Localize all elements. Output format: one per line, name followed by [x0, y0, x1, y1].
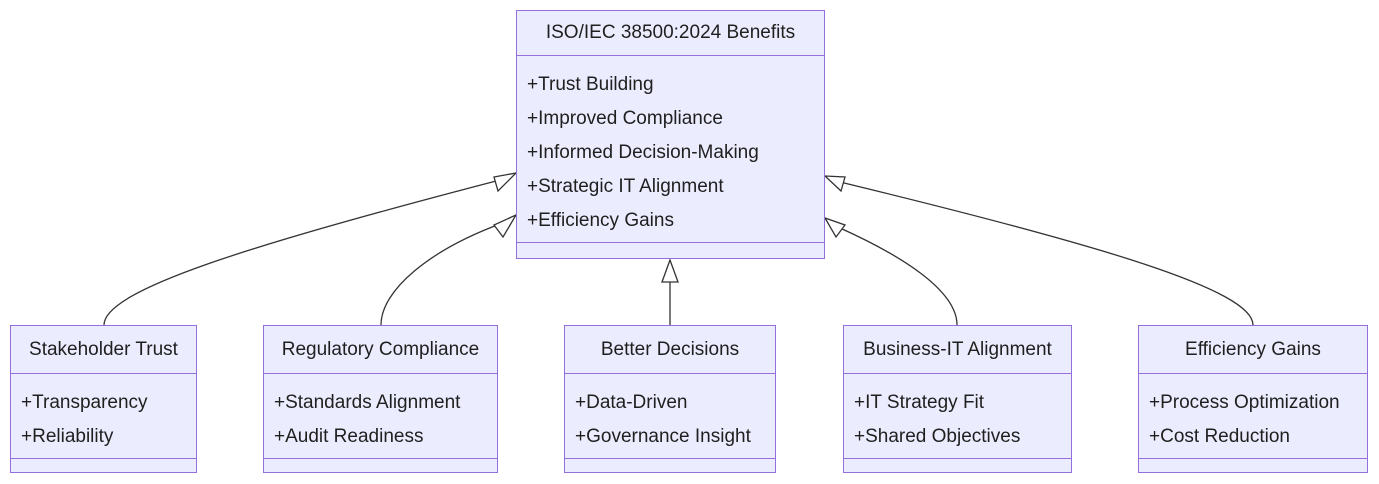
class-attributes: +Standards Alignment +Audit Readiness: [264, 374, 497, 459]
arrowhead-regulatory-compliance: [492, 213, 518, 239]
class-attributes: +IT Strategy Fit +Shared Objectives: [844, 374, 1071, 459]
class-attribute: +Efficiency Gains: [527, 210, 674, 231]
class-attribute: +Strategic IT Alignment: [527, 176, 724, 197]
class-attributes: +Trust Building +Improved Compliance +In…: [517, 56, 824, 243]
class-attribute: +Process Optimization: [1149, 392, 1340, 413]
class-attributes: +Data-Driven +Governance Insight: [565, 374, 775, 459]
class-title: ISO/IEC 38500:2024 Benefits: [517, 11, 824, 56]
class-attribute: +Shared Objectives: [854, 426, 1021, 447]
class-title: Efficiency Gains: [1139, 326, 1367, 374]
class-better-decisions[interactable]: Better Decisions +Data-Driven +Governanc…: [564, 325, 776, 473]
class-attribute: +Improved Compliance: [527, 108, 723, 129]
class-attributes: +Transparency +Reliability: [11, 374, 196, 459]
edge-stakeholder-trust: [103, 179, 501, 326]
edge-regulatory-compliance: [380, 223, 501, 326]
class-attribute: +Audit Readiness: [274, 426, 424, 447]
class-iso-iec-38500-benefits[interactable]: ISO/IEC 38500:2024 Benefits +Trust Build…: [516, 10, 825, 259]
class-attribute: +Transparency: [21, 392, 148, 413]
class-attribute: +IT Strategy Fit: [854, 392, 985, 413]
arrowhead-business-it-alignment: [823, 216, 847, 239]
class-title: Stakeholder Trust: [11, 326, 196, 374]
class-title: Business-IT Alignment: [844, 326, 1071, 374]
class-attribute: +Trust Building: [527, 74, 654, 95]
arrowhead-efficiency-gains: [823, 175, 846, 193]
class-attribute: +Governance Insight: [575, 426, 751, 447]
class-stakeholder-trust[interactable]: Stakeholder Trust +Transparency +Reliabi…: [10, 325, 197, 473]
class-regulatory-compliance[interactable]: Regulatory Compliance +Standards Alignme…: [263, 325, 498, 473]
class-title: Better Decisions: [565, 326, 775, 374]
class-attribute: +Reliability: [21, 426, 114, 447]
class-attributes: +Process Optimization +Cost Reduction: [1139, 374, 1367, 459]
class-attribute: +Cost Reduction: [1149, 426, 1290, 447]
class-attribute: +Informed Decision-Making: [527, 142, 759, 163]
class-title: Regulatory Compliance: [264, 326, 497, 374]
edge-efficiency-gains: [839, 181, 1254, 326]
arrowhead-stakeholder-trust: [493, 171, 518, 193]
edge-business-it-alignment: [839, 227, 958, 326]
class-attribute: +Data-Driven: [575, 392, 688, 413]
class-efficiency-gains[interactable]: Efficiency Gains +Process Optimization +…: [1138, 325, 1368, 473]
arrowhead-better-decisions: [661, 258, 679, 283]
class-business-it-alignment[interactable]: Business-IT Alignment +IT Strategy Fit +…: [843, 325, 1072, 473]
class-attribute: +Standards Alignment: [274, 392, 461, 413]
